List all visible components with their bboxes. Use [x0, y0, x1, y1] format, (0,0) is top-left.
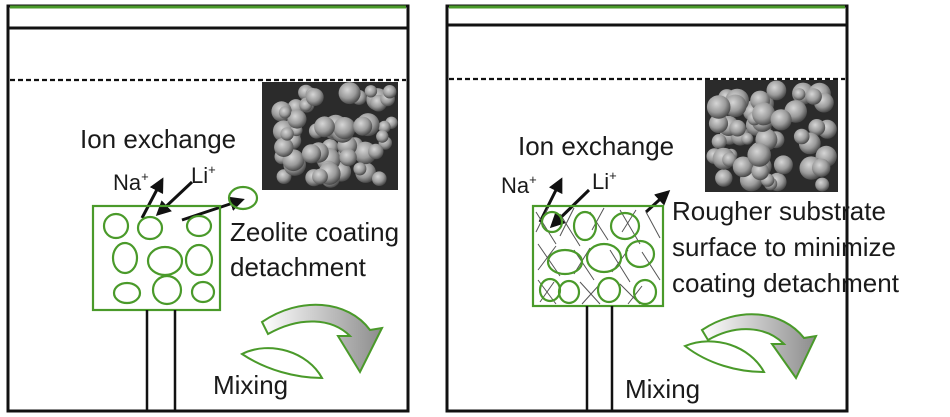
sem-grain — [378, 120, 391, 134]
sem-grain — [722, 152, 737, 167]
sem-grain — [752, 102, 776, 126]
sem-grain — [729, 119, 746, 137]
sem-grain — [338, 82, 361, 105]
na-ion-label: Na+ — [113, 169, 149, 195]
sem-grain — [708, 113, 729, 134]
na-out-arrow — [140, 177, 164, 219]
sem-grain — [773, 155, 793, 175]
sem-grain — [808, 119, 826, 136]
sem-grain — [812, 158, 831, 177]
substrate-label-line3: coating detachment — [672, 268, 900, 298]
sem-grain — [368, 143, 384, 160]
stirrer-icon — [145, 310, 177, 410]
sem-grain — [312, 168, 328, 185]
sem-grain — [287, 109, 307, 129]
li-in-arrow — [155, 180, 194, 217]
sem-grain — [376, 130, 389, 143]
sem-grain — [766, 80, 787, 101]
sem-grain — [274, 137, 294, 157]
li-ion-label: Li+ — [592, 168, 617, 194]
sem-grain — [793, 88, 806, 101]
sem-grain — [339, 148, 357, 167]
sem-grain — [770, 109, 792, 131]
sem-grain — [741, 132, 754, 145]
mixing-label: Mixing — [213, 370, 288, 400]
sem-grain — [747, 143, 771, 167]
sem-grain — [383, 85, 397, 99]
substrate-label-line2: surface to minimize — [672, 232, 896, 262]
curved-arrow-icon — [683, 313, 818, 380]
right-panel: Ion exchange Na+ Li+ Rougher substrate s… — [445, 4, 900, 413]
stirrer-icon — [585, 306, 614, 410]
sem-grain — [706, 95, 731, 119]
sem-grain — [815, 177, 830, 192]
sem-grain — [314, 116, 335, 138]
detached-particle — [227, 185, 259, 211]
sem-grain — [280, 127, 294, 141]
sem-grain — [353, 162, 367, 176]
detachment-label-line2: detachment — [230, 252, 367, 282]
sem-grain — [751, 162, 769, 181]
li-ion-label: Li+ — [191, 162, 216, 188]
rough-substrate-block — [531, 204, 665, 308]
sem-grain — [793, 128, 810, 145]
substrate-block — [91, 204, 222, 312]
sem-grain — [353, 116, 373, 136]
sem-grain — [305, 88, 324, 107]
left-panel: Ion exchange Na+ Li+ Zeolite coating det… — [6, 4, 410, 413]
substrate-arrow — [644, 189, 671, 214]
sem-micrograph-icon — [705, 80, 838, 192]
sem-micrograph-icon — [262, 82, 398, 190]
na-ion-label: Na+ — [501, 172, 537, 198]
sem-grain — [711, 134, 727, 149]
ion-exchange-label: Ion exchange — [518, 131, 674, 161]
sem-grain — [732, 156, 754, 178]
mixing-label: Mixing — [625, 374, 700, 404]
sem-grain — [301, 144, 322, 164]
sem-grain — [333, 117, 356, 140]
sem-grain — [805, 88, 822, 105]
curved-arrow-icon — [240, 303, 384, 380]
ion-exchange-label: Ion exchange — [80, 124, 236, 154]
sem-grain — [278, 106, 292, 119]
substrate-label-line1: Rougher substrate — [672, 196, 886, 226]
sem-grain — [364, 85, 378, 98]
sem-grain — [372, 171, 387, 186]
sem-grain — [715, 169, 733, 187]
detachment-label-line1: Zeolite coating — [230, 217, 399, 247]
li-in-arrow — [549, 188, 591, 229]
